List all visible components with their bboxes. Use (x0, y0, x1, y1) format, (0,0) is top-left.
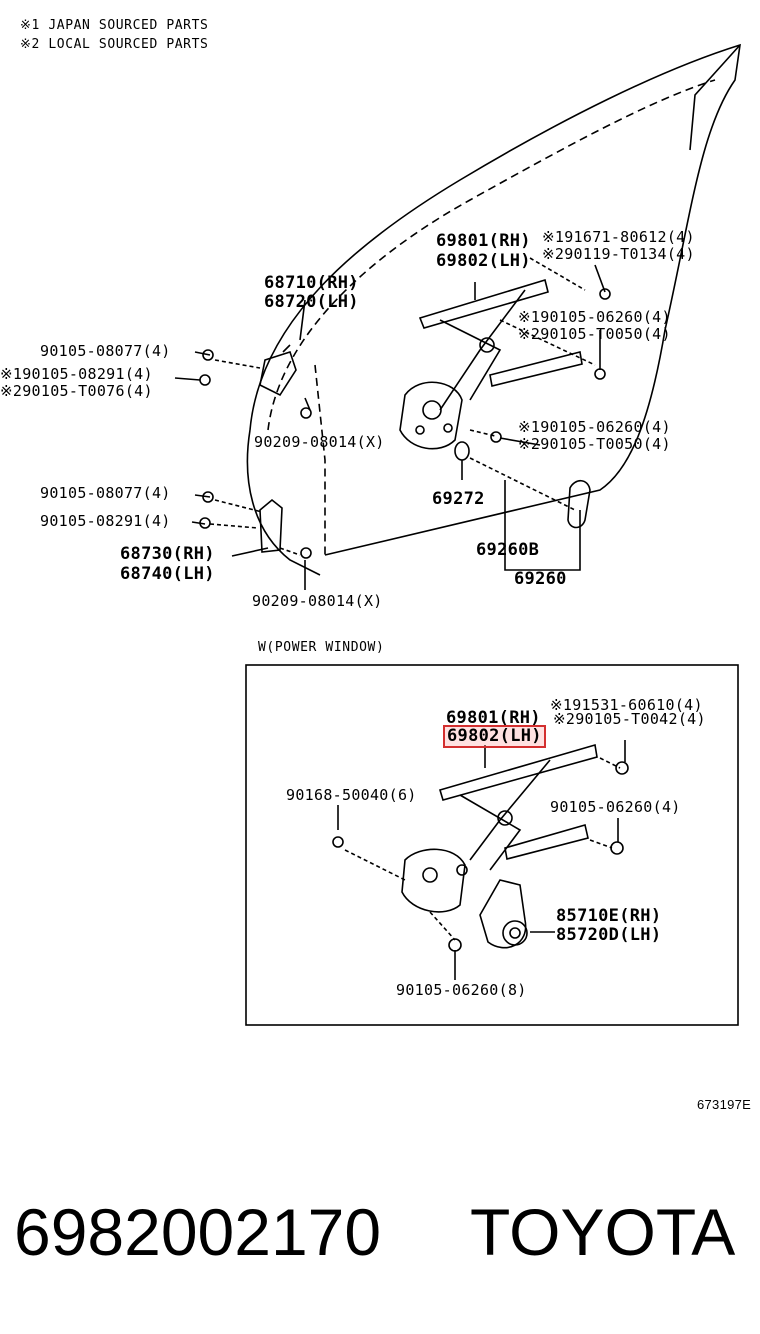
label-bolt-local-b: ※290105-T0050(4) (518, 325, 671, 343)
footer-brand: TOYOTA (470, 1195, 736, 1269)
label-hinge-upper-rh: 68710(RH) (264, 273, 359, 293)
upper-regulator-rail-mid (489, 351, 583, 387)
upper-regulator-arm-1 (439, 319, 502, 401)
door-frame-outline (249, 43, 741, 556)
label-regulator-lh: 69802(LH) (436, 251, 531, 271)
inside-handle (567, 479, 591, 529)
inset-label-regulator-lh-highlighted: 69802(LH) (443, 725, 546, 748)
inset-label-motor-rh: 85710E(RH) (556, 906, 662, 926)
label-bolt-jp-hinge: ※190105-08291(4) (0, 365, 153, 383)
door-inner-outline (267, 79, 716, 431)
upper-regulator-rail-top (418, 278, 549, 329)
inset-label-screw: 90168-50040(6) (286, 786, 417, 804)
upper-regulator-base (399, 381, 463, 450)
label-handle: 69260 (514, 569, 567, 589)
inset-label-motor-lh: 85720D(LH) (556, 925, 662, 945)
label-bolt-jp-c: ※190105-06260(4) (518, 418, 671, 436)
label-handle-b: 69260B (476, 540, 540, 560)
inset-regulator-rail-mid (504, 823, 589, 860)
label-plug-upper: 90209-08014(X) (254, 433, 385, 451)
inset-label-bolt-local: ※290105-T0042(4) (553, 710, 706, 728)
inset-label-bolt-jp: ※191531-60610(4) (550, 696, 703, 714)
label-bolt-hinge-3: 90105-08291(4) (40, 512, 171, 530)
label-bolt-hinge-2: 90105-08077(4) (40, 484, 171, 502)
inset-label-bolt-a: 90105-06260(4) (550, 798, 681, 816)
inset-motor (479, 879, 527, 949)
inset-label-regulator-rh: 69801(RH) (446, 708, 541, 728)
footer-part-number: 6982002170 (14, 1195, 382, 1269)
label-bolt-jp-a: ※191671-80612(4) (542, 228, 695, 246)
upper-regulator-arm-2 (439, 289, 526, 411)
label-bolt-local-hinge: ※290105-T0076(4) (0, 382, 153, 400)
lower-hinge (259, 498, 283, 553)
label-hinge-upper-lh: 68720(LH) (264, 292, 359, 312)
label-hinge-lower-lh: 68740(LH) (120, 564, 215, 584)
label-hinge-lower-rh: 68730(RH) (120, 544, 215, 564)
label-bolt-hinge-1: 90105-08077(4) (40, 342, 171, 360)
label-bolt-jp-b: ※190105-06260(4) (518, 308, 671, 326)
label-grommet: 69272 (432, 489, 485, 509)
inset-frame (245, 664, 739, 1026)
label-plug-lower: 90209-08014(X) (252, 592, 383, 610)
note-japan-sourced: ※1 JAPAN SOURCED PARTS (20, 18, 209, 33)
label-regulator-rh: 69801(RH) (436, 231, 531, 251)
inset-regulator-rail-top (439, 743, 598, 801)
inset-label-bolt-b: 90105-06260(8) (396, 981, 527, 999)
note-local-sourced: ※2 LOCAL SOURCED PARTS (20, 37, 209, 52)
upper-hinge (259, 350, 297, 397)
inset-regulator-base (401, 848, 466, 913)
figure-reference: 673197E (697, 1097, 752, 1112)
label-bolt-local-c: ※290105-T0050(4) (518, 435, 671, 453)
inset-title: W(POWER WINDOW) (258, 640, 385, 655)
label-bolt-local-a: ※290119-T0134(4) (542, 245, 695, 263)
